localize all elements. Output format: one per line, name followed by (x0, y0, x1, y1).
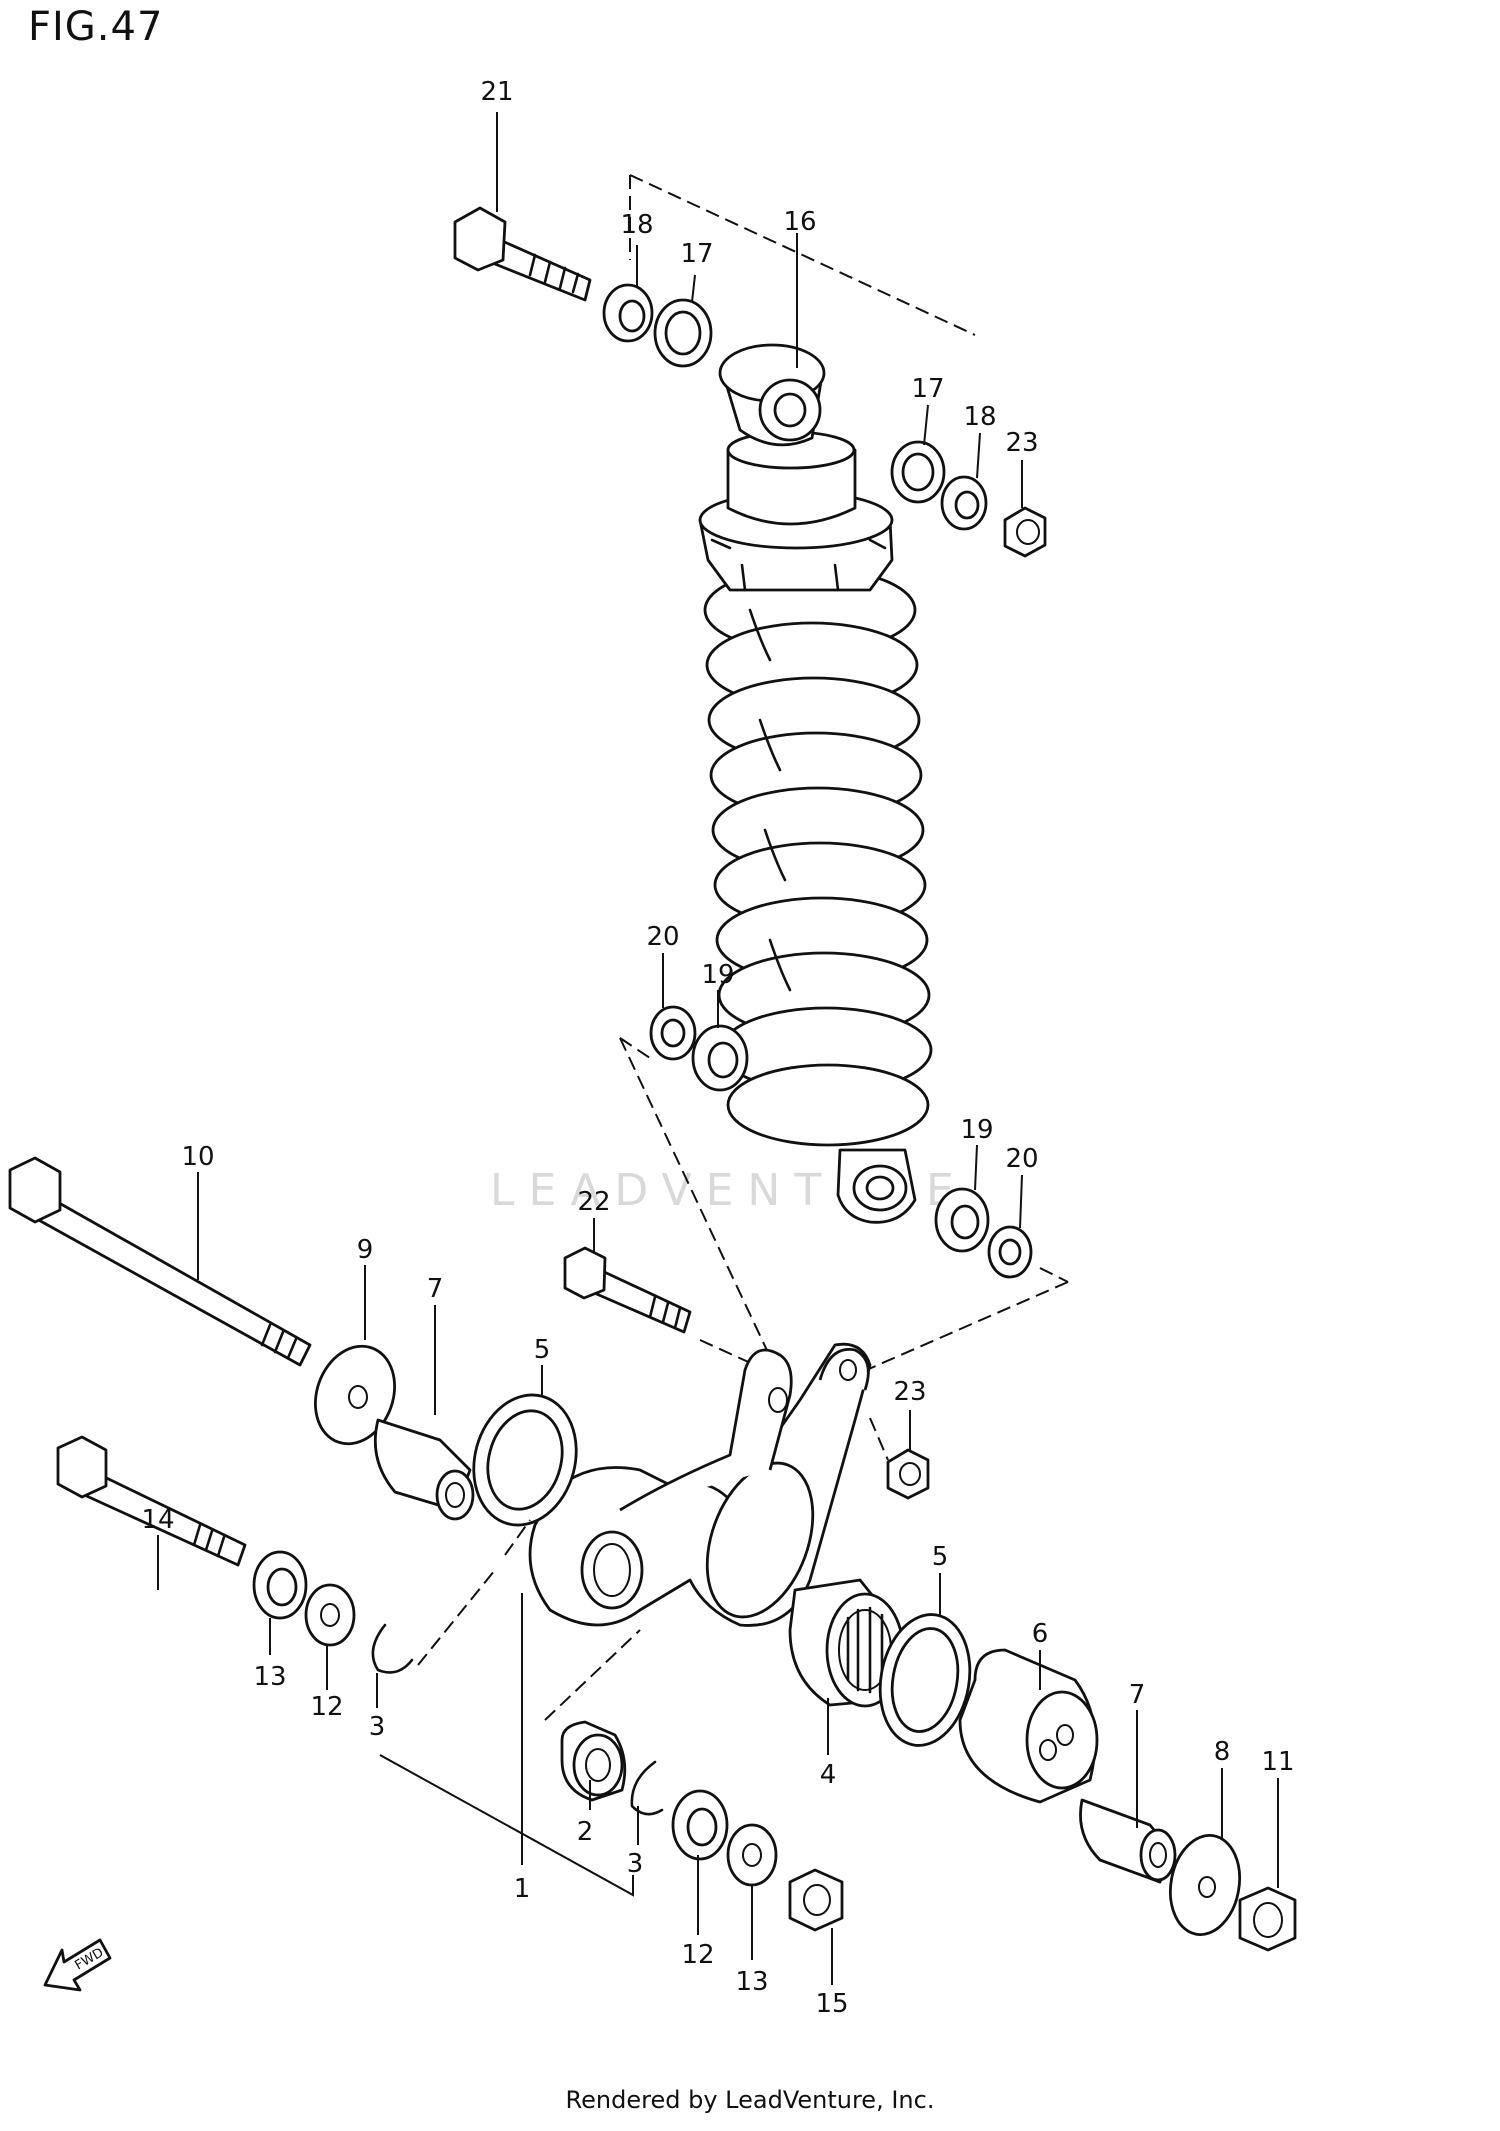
callout-5: 5 (534, 1335, 551, 1365)
callout-14: 14 (141, 1505, 174, 1535)
shock-spring (703, 566, 933, 1147)
callout-2: 2 (577, 1817, 594, 1847)
assembly-line-top (629, 174, 976, 336)
bracket-lower (379, 1754, 634, 1897)
nut-23-middle[interactable] (886, 1448, 930, 1500)
callout-21: 21 (480, 77, 513, 107)
bolt-10[interactable] (8, 1156, 312, 1367)
bolt-14[interactable] (56, 1435, 247, 1567)
clip-3-lower[interactable] (630, 1760, 664, 1816)
washer-9[interactable] (302, 1335, 408, 1455)
bolt-21[interactable] (453, 206, 592, 302)
assembly-line-nut-23 (869, 1417, 889, 1461)
collar-7-left[interactable] (373, 1418, 475, 1521)
seal-17-top-right[interactable] (890, 440, 946, 504)
callout-20: 20 (1005, 1144, 1038, 1174)
rear-shock-absorber[interactable] (698, 343, 933, 1224)
cushion-lever-1[interactable] (528, 1342, 872, 1631)
bolt-22[interactable] (563, 1246, 692, 1334)
washer-13-lower[interactable] (726, 1823, 778, 1887)
callout-10: 10 (181, 1142, 214, 1172)
callout-13: 13 (735, 1967, 768, 1997)
callout-19: 19 (960, 1115, 993, 1145)
seal-17-top-left[interactable] (653, 298, 713, 368)
callout-5: 5 (932, 1542, 949, 1572)
assembly-line-shock-lower-corner (619, 1037, 651, 1059)
footer-credit: Rendered by LeadVenture, Inc. (565, 2086, 935, 2114)
nut-11[interactable] (1238, 1886, 1297, 1952)
washer-8[interactable] (1163, 1830, 1247, 1940)
seal-5-right[interactable] (870, 1607, 980, 1752)
callout-16: 16 (783, 207, 816, 237)
callout-23: 23 (893, 1377, 926, 1407)
collar-19-left[interactable] (691, 1024, 749, 1092)
callout-12: 12 (681, 1940, 714, 1970)
collar-7-right[interactable] (1079, 1798, 1177, 1884)
callout-17: 17 (911, 374, 944, 404)
collar-18-top-left[interactable] (602, 283, 654, 343)
fwd-arrow-icon: FWD (43, 1938, 112, 1992)
assembly-line-lever-lower (544, 1629, 641, 1721)
shock-upper-eye (718, 343, 826, 447)
shock-lower-eye (836, 1148, 917, 1224)
nut-23-top[interactable] (1003, 506, 1047, 558)
callout-17: 17 (680, 239, 713, 269)
assembly-line-lever-left (417, 1569, 496, 1666)
assembly-line-lever-left-2 (504, 1519, 531, 1556)
callout-11: 11 (1261, 1747, 1294, 1777)
clip-3-left[interactable] (371, 1623, 414, 1674)
bearing-2[interactable] (560, 1720, 627, 1802)
collar-13-left[interactable] (252, 1550, 308, 1620)
callout-15: 15 (815, 1989, 848, 2019)
collar-19-right[interactable] (934, 1187, 990, 1253)
collar-18-top-right[interactable] (940, 475, 988, 531)
assembly-line-bolt-22 (699, 1339, 756, 1366)
seal-20-right[interactable] (987, 1225, 1033, 1279)
callout-8: 8 (1214, 1737, 1231, 1767)
collar-12-lower[interactable] (671, 1789, 729, 1861)
callout-23: 23 (1005, 428, 1038, 458)
callout-7: 7 (1129, 1680, 1146, 1710)
spacer-6[interactable] (958, 1648, 1099, 1804)
callout-7: 7 (427, 1274, 444, 1304)
callout-13: 13 (253, 1662, 286, 1692)
callout-4: 4 (820, 1760, 837, 1790)
callout-20: 20 (646, 922, 679, 952)
assembly-line-shock-lower-right (854, 1281, 1069, 1376)
callout-3: 3 (369, 1712, 386, 1742)
callout-22: 22 (577, 1187, 610, 1217)
shock-body (726, 448, 857, 526)
callout-3: 3 (627, 1849, 644, 1879)
callout-1: 1 (514, 1874, 531, 1904)
callout-12: 12 (310, 1692, 343, 1722)
seal-20-left[interactable] (649, 1005, 697, 1061)
callout-labels: 21 18 17 16 17 18 23 20 19 19 20 10 22 9… (141, 77, 1294, 2019)
callout-6: 6 (1032, 1619, 1049, 1649)
callout-18: 18 (620, 210, 653, 240)
callout-19: 19 (701, 960, 734, 990)
leader-lines (157, 112, 1279, 1985)
callout-9: 9 (357, 1235, 374, 1265)
nut-15[interactable] (788, 1868, 844, 1932)
seal-5-left[interactable] (460, 1383, 591, 1536)
washer-12-left[interactable] (304, 1583, 356, 1647)
figure-title: FIG.47 (28, 4, 164, 50)
callout-18: 18 (963, 402, 996, 432)
assembly-line-shock-lower-right-corner (1039, 1267, 1069, 1283)
